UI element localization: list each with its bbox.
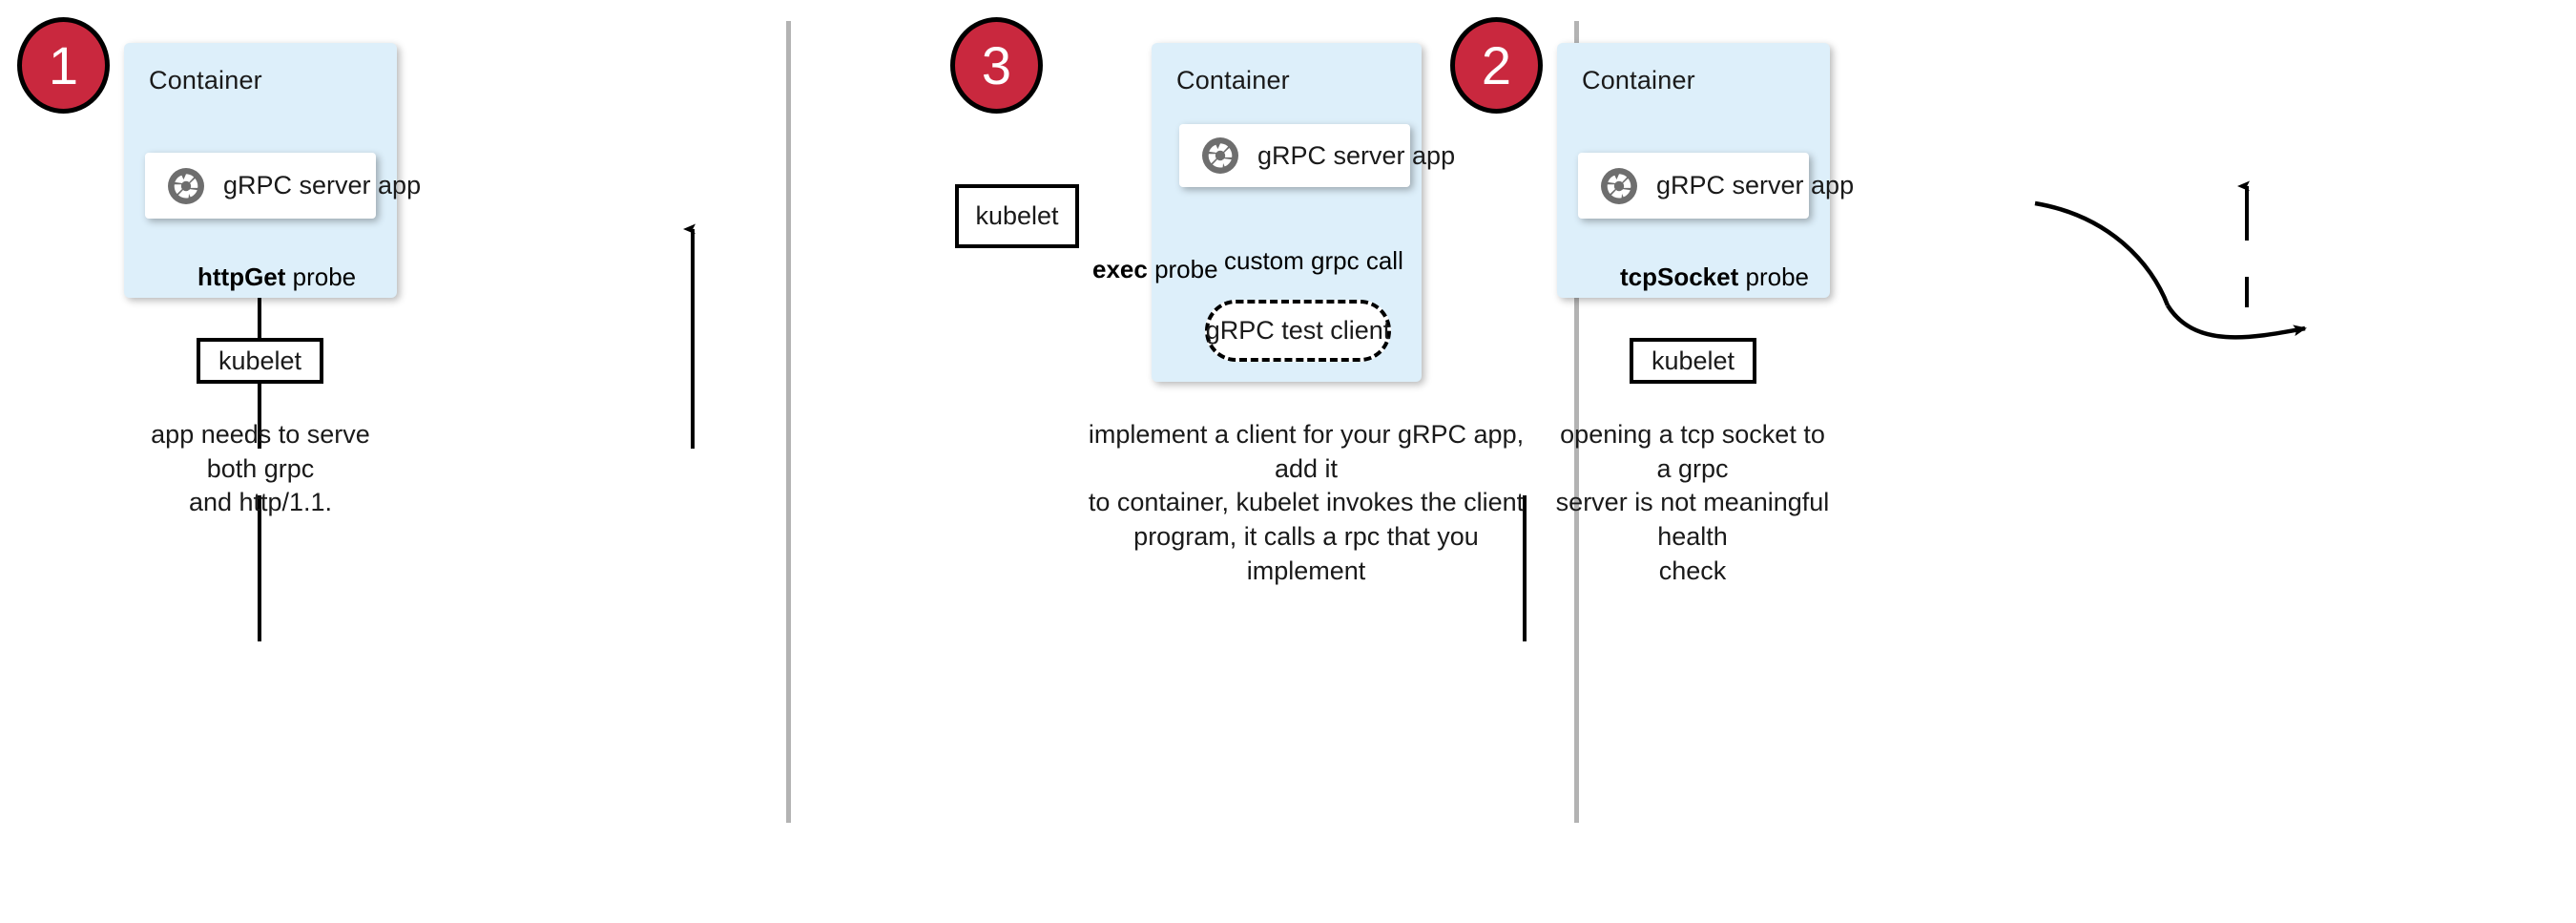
- custom-grpc-call-label: custom grpc call: [1224, 246, 1403, 275]
- panel-separator-2: [1574, 21, 1579, 823]
- panel-exec: 3 Container gRPC server app kubel: [950, 0, 2576, 923]
- step-badge-3: 3: [950, 17, 1043, 114]
- kubelet-box-2: kubelet: [1630, 338, 1756, 384]
- caption-line-2-2: check: [1658, 556, 1727, 585]
- grpc-aperture-icon: [1601, 167, 1637, 204]
- kubelet-label-2: kubelet: [1651, 346, 1735, 375]
- kubelet-label-3: kubelet: [975, 201, 1059, 230]
- probe-label-rest-2: probe: [1738, 262, 1809, 291]
- probe-label-3: exec probe: [1092, 255, 1218, 284]
- container-label-3: Container: [1176, 66, 1290, 94]
- probe-label-bold-3: exec: [1092, 255, 1148, 283]
- grpc-aperture-icon: [1202, 137, 1238, 174]
- panel-tcpsocket: 2 Container gRPC server app tcpSo: [791, 0, 1854, 923]
- step-badge-2: 2: [1450, 17, 1543, 114]
- grpc-server-app-label-2: gRPC server app: [1656, 171, 1855, 199]
- panel-separator-1: [786, 21, 791, 823]
- probe-label-1: httpGet probe: [197, 262, 356, 292]
- kubelet-box-1: kubelet: [197, 338, 323, 384]
- caption-line-1-1: and http/1.1.: [188, 488, 333, 517]
- grpc-server-app-card-2: gRPC server app: [1578, 153, 1854, 219]
- caption-2: opening a tcp socket to a grpc server is…: [1549, 418, 1836, 588]
- container-label-1: Container: [149, 66, 262, 94]
- grpc-aperture-icon: [168, 167, 204, 204]
- kubelet-label-1: kubelet: [218, 346, 302, 375]
- grpc-server-app-card-3: gRPC server app: [1179, 124, 1455, 187]
- probe-label-2: tcpSocket probe: [1620, 262, 1809, 292]
- container-label-2: Container: [1582, 66, 1695, 94]
- panel-httpget: 1 Container gRPC server app httpG: [0, 0, 786, 923]
- grpc-server-app-label-3: gRPC server app: [1257, 140, 1456, 170]
- grpc-test-client-label: gRPC test client: [1205, 316, 1391, 345]
- probe-label-rest-1: probe: [285, 262, 357, 291]
- caption-1: app needs to serve both grpc and http/1.…: [124, 418, 397, 520]
- caption-line-2-1: server is not meaningful health: [1555, 488, 1830, 551]
- caption-line-2-0: opening a tcp socket to a grpc: [1560, 420, 1825, 483]
- grpc-test-client-node: gRPC test client: [1205, 300, 1391, 362]
- grpc-server-app-label-1: gRPC server app: [223, 171, 422, 199]
- probe-label-rest-3: probe: [1147, 255, 1218, 283]
- caption-3: implement a client for your gRPC app, ad…: [1082, 418, 1530, 588]
- caption-line-3-1: to container, kubelet invokes the client: [1088, 488, 1525, 517]
- caption-line-1-0: app needs to serve both grpc: [151, 420, 370, 483]
- step-badge-number-2: 2: [1481, 34, 1512, 95]
- step-badge-1: 1: [17, 17, 110, 114]
- caption-line-3-0: implement a client for your gRPC app, ad…: [1088, 420, 1525, 483]
- step-badge-number-1: 1: [48, 34, 79, 95]
- step-badge-number-3: 3: [981, 34, 1012, 95]
- caption-line-3-2: program, it calls a rpc that you impleme…: [1133, 521, 1479, 585]
- probe-label-bold-1: httpGet: [197, 262, 286, 291]
- grpc-server-app-card-1: gRPC server app: [145, 153, 421, 219]
- kubelet-box-3: kubelet: [955, 184, 1079, 248]
- probe-label-bold-2: tcpSocket: [1620, 262, 1739, 291]
